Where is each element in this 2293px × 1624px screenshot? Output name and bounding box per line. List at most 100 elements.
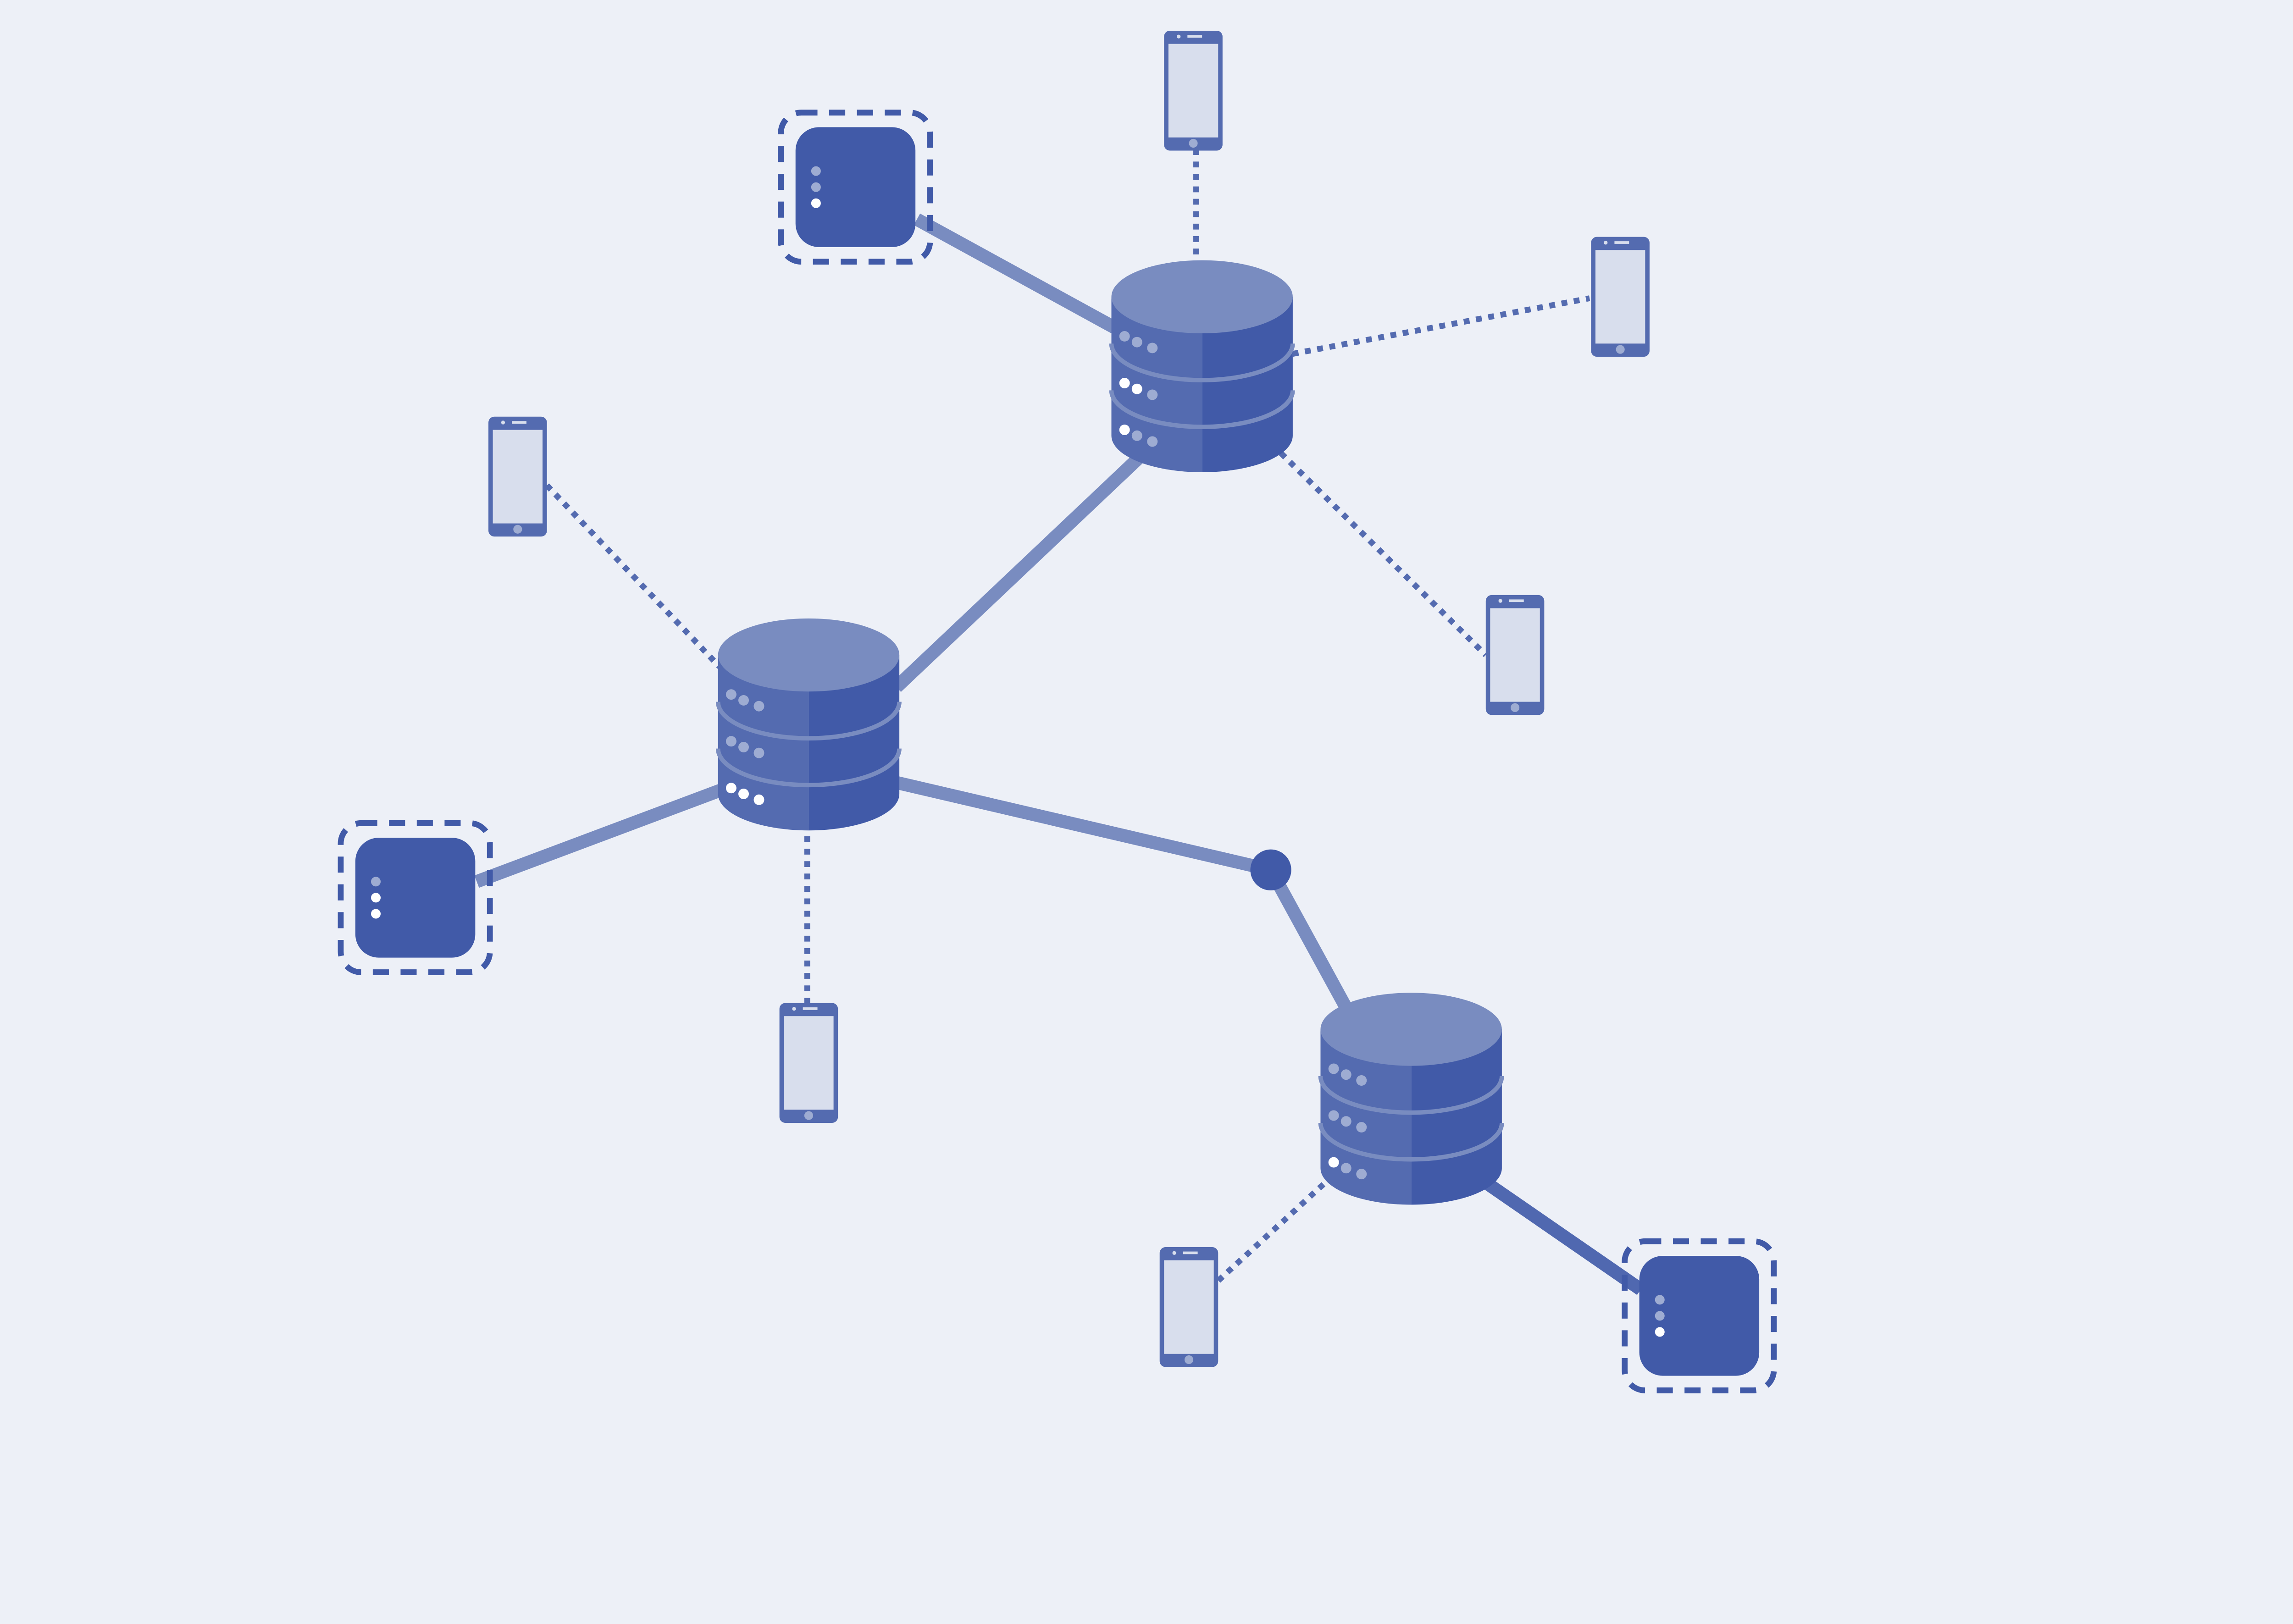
database-top [1320,993,1502,1066]
server-dashed-outline [778,110,933,265]
status-light [1147,389,1158,400]
status-light [738,789,749,799]
status-light [371,909,381,919]
database-icon [1109,260,1295,472]
smartphone-icon [1485,595,1545,715]
status-light [1328,1157,1339,1168]
database-top [718,618,900,692]
phone-home-button [513,525,522,534]
server-dashed-outline [338,820,493,975]
phone-speaker [1183,1251,1198,1254]
status-light [1328,1110,1339,1121]
server-dashed-outline [1622,1238,1777,1393]
status-light [1328,1063,1339,1074]
links-layer [474,149,1645,1295]
status-light [371,893,381,903]
network-diagram [0,0,2293,1433]
wireless-link [544,483,722,669]
hub-node [1250,849,1291,890]
connection-link [1265,867,1354,1015]
database-separator [1318,1076,1504,1115]
nodes-layer [338,30,1777,1393]
status-light [811,182,821,192]
phone-screen [1164,1260,1214,1354]
server-box [1639,1256,1760,1376]
phone-speaker [1509,599,1524,602]
connection-link [1476,1173,1645,1295]
status-light [753,747,764,758]
phone-screen [1595,250,1645,344]
smartphone-icon [1159,1247,1219,1367]
connection-link [892,451,1146,692]
phone-speaker [803,1007,818,1010]
database-icon [1318,993,1504,1205]
database-separator [715,748,902,788]
status-light [753,701,764,712]
status-light [1655,1295,1665,1305]
wireless-link [1292,295,1590,357]
phone-screen [1168,44,1219,138]
phone-speaker [1187,35,1202,38]
status-light [1356,1169,1367,1180]
wireless-link [1279,451,1488,657]
status-light [1131,337,1142,348]
status-light [753,794,764,805]
connection-link [893,776,1273,877]
phone-home-button [1189,138,1198,148]
database-icon [715,618,902,831]
phone-camera [1177,34,1181,39]
phone-home-button [1616,345,1625,354]
phone-camera [792,1007,796,1011]
status-light [1131,430,1142,441]
status-light [1147,342,1158,354]
database-separator [1109,343,1295,382]
status-light [1655,1327,1665,1337]
phone-speaker [1614,241,1629,244]
database-separator [1109,390,1295,429]
phone-camera [1172,1251,1176,1255]
status-light [1340,1116,1351,1127]
database-separator [1318,1122,1504,1162]
phone-camera [1604,241,1608,245]
status-light [1119,377,1130,388]
server-icon [338,820,493,975]
connection-link [474,783,725,888]
status-light [726,689,737,700]
server-box [355,838,476,958]
server-icon [1622,1238,1777,1393]
connection-link [914,213,1118,333]
phone-screen [493,430,543,524]
phone-camera [501,420,505,425]
smartphone-icon [1164,30,1223,151]
status-light [371,877,381,887]
status-light [738,695,749,706]
status-light [726,783,737,794]
status-light [811,198,821,208]
phone-home-button [1184,1355,1194,1364]
smartphone-icon [1591,237,1650,357]
database-body-right [1202,297,1293,472]
phone-home-button [804,1111,813,1120]
server-icon [778,110,933,265]
smartphone-icon [488,416,547,537]
database-top [1111,260,1293,334]
status-light [1119,331,1130,342]
status-light [1655,1311,1665,1321]
status-light [1356,1075,1367,1086]
phone-home-button [1511,703,1520,712]
phone-speaker [512,421,526,424]
database-separator [715,702,902,741]
database-body-right [809,655,900,831]
server-box [795,127,916,247]
status-light [1119,425,1130,435]
status-light [738,741,749,752]
status-light [811,166,821,176]
status-light [726,736,737,747]
status-light [1340,1069,1351,1080]
status-light [1356,1122,1367,1133]
status-light [1131,383,1142,394]
phone-screen [1490,608,1540,702]
smartphone-icon [779,1003,838,1123]
phone-screen [784,1016,834,1110]
background [0,0,2293,1433]
